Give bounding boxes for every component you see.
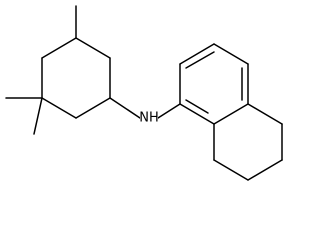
nitrogen-label: NH (139, 111, 159, 126)
bond (247, 103, 283, 125)
double-bond-inner (185, 99, 209, 114)
bond (213, 43, 249, 65)
label-background (140, 110, 158, 126)
aromatic-ring (179, 43, 249, 125)
bond (75, 97, 111, 119)
bond (109, 97, 141, 119)
amine-linkage (109, 97, 181, 119)
bond (75, 37, 111, 59)
bond (41, 97, 77, 119)
saturated-ring (213, 103, 283, 181)
bond (179, 43, 215, 65)
bond (213, 159, 249, 181)
double-bond-inner (185, 51, 215, 69)
bond (157, 103, 181, 119)
structure-diagram: NH (5, 5, 283, 181)
bond (213, 103, 249, 125)
amine-nitrogen: NH (139, 110, 159, 126)
methyl-groups (5, 5, 77, 135)
bond (41, 37, 77, 59)
cyclohexane-ring (41, 37, 111, 119)
bond (247, 159, 283, 181)
bond (179, 103, 215, 125)
methyl-bond (33, 97, 43, 135)
